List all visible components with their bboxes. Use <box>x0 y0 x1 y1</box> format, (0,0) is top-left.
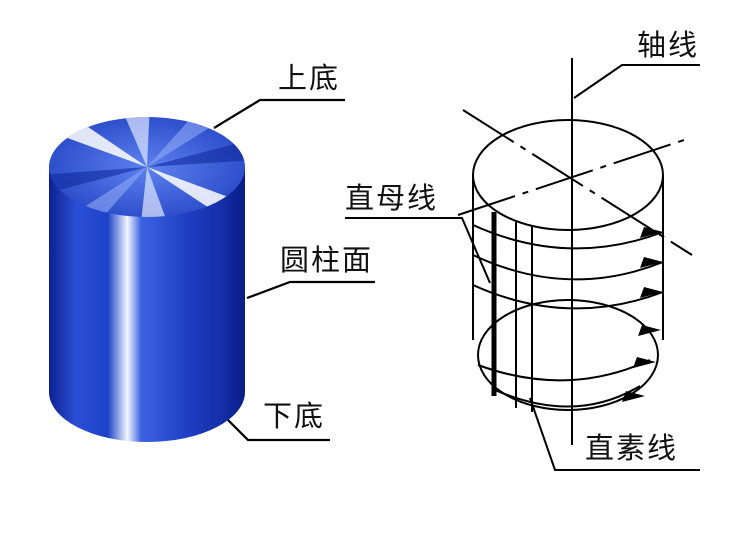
arrow-icon <box>640 287 663 298</box>
shaded-cylinder <box>49 117 245 442</box>
top-base-label: 上底 <box>278 61 340 95</box>
generatrix-leader-line <box>345 217 491 284</box>
arrow-icon <box>622 391 645 402</box>
center-diagonal-line <box>457 137 691 216</box>
arrow-icon <box>638 325 661 336</box>
generatrix-label: 直母线 <box>345 181 438 215</box>
cylindrical-surface-label: 圆柱面 <box>280 243 373 277</box>
cylindrical-surface-leader-line <box>246 280 375 300</box>
arrow-icon <box>640 227 663 238</box>
bottom-base-leader-line <box>227 419 330 442</box>
circle-arc <box>477 359 651 382</box>
circle-arc <box>472 254 664 281</box>
axis-label: 轴线 <box>637 28 699 62</box>
top-base-leader-line <box>213 98 345 129</box>
arrow-icon <box>640 257 663 268</box>
bottom-base-label: 下底 <box>263 399 325 433</box>
cylinder-body <box>49 167 245 442</box>
element-line-leader-line <box>529 397 700 471</box>
circle-arc <box>472 224 664 250</box>
bottom-ellipse <box>477 299 659 411</box>
center-diagonal-line <box>462 109 693 256</box>
element-line-label: 直素线 <box>585 431 678 465</box>
top-ellipse <box>472 119 664 231</box>
circle-arc <box>472 284 664 310</box>
axis-leader-line <box>573 64 700 99</box>
arrow-icon <box>633 357 656 368</box>
rotation-arrows <box>622 227 663 402</box>
